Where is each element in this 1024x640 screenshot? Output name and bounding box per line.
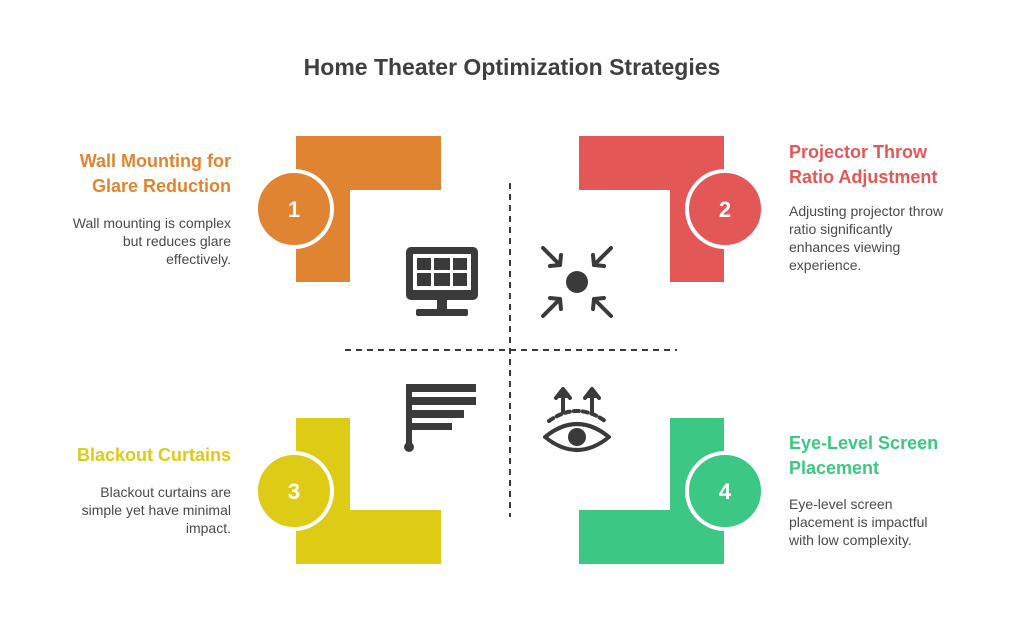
strategy-2-heading-line-2: Ratio Adjustment (789, 167, 938, 187)
quadrant-shape-2 (579, 136, 724, 282)
eye-up-icon (543, 387, 611, 452)
badge-number-1: 1 (288, 197, 300, 222)
strategy-3-desc-line-2: simple yet have minimal (81, 502, 231, 518)
strategy-4-heading-line-2: Placement (789, 458, 880, 478)
strategy-2-desc-line-1: Adjusting projector throw (789, 203, 944, 219)
strategy-4-desc-line-1: Eye-level screen (789, 496, 893, 512)
strategy-4-heading-line-1: Eye-Level Screen (789, 433, 939, 453)
number-badge-2: 2 (685, 169, 765, 249)
quadrant-shape-3 (296, 418, 441, 564)
strategy-2-description: Adjusting projector throw ratio signific… (789, 202, 1009, 274)
strategy-3-heading-line-1: Blackout Curtains (76, 445, 231, 465)
strategy-3-heading: Blackout Curtains (40, 443, 231, 468)
strategy-4-description: Eye-level screen placement is impactful … (789, 495, 1009, 549)
strategy-2-heading-line-1: Projector Throw (789, 142, 928, 162)
flag-icon (404, 384, 476, 452)
quadrant-shape-1 (296, 136, 441, 282)
strategy-3-description: Blackout curtains are simple yet have mi… (40, 483, 231, 537)
badge-number-4: 4 (719, 479, 732, 504)
quadrant-shape-4 (579, 418, 724, 564)
number-badge-3: 3 (254, 451, 334, 531)
strategy-4-desc-line-3: with low complexity. (789, 532, 912, 548)
diagram-title: Home Theater Optimization Strategies (303, 54, 721, 80)
strategy-1-description: Wall mounting is complex but reduces gla… (40, 214, 231, 268)
strategy-2-desc-line-3: enhances viewing (789, 239, 901, 255)
strategy-1-heading: Wall Mounting for Glare Reduction (40, 149, 231, 199)
strategy-1-desc-line-2: but reduces glare (122, 233, 231, 249)
strategy-2-heading: Projector Throw Ratio Adjustment (789, 140, 1009, 190)
strategy-1-desc-line-1: Wall mounting is complex (72, 215, 231, 231)
number-badge-1: 1 (254, 169, 334, 249)
strategy-1-heading-line-1: Wall Mounting for (79, 151, 231, 171)
monitor-icon (406, 247, 478, 316)
strategy-2-desc-line-2: ratio significantly (789, 221, 893, 237)
strategy-1-desc-line-3: effectively. (166, 251, 231, 267)
strategy-4-desc-line-2: placement is impactful (789, 514, 928, 530)
strategy-4-heading: Eye-Level Screen Placement (789, 431, 1009, 481)
strategy-3-desc-line-3: impact. (185, 520, 231, 536)
number-badge-4: 4 (685, 451, 765, 531)
strategy-1-heading-line-2: Glare Reduction (91, 176, 231, 196)
strategy-2-desc-line-4: experience. (789, 257, 862, 273)
badge-number-2: 2 (719, 197, 731, 222)
badge-number-3: 3 (288, 479, 300, 504)
strategy-3-desc-line-1: Blackout curtains are (100, 484, 231, 500)
focus-arrows-icon (541, 246, 613, 318)
